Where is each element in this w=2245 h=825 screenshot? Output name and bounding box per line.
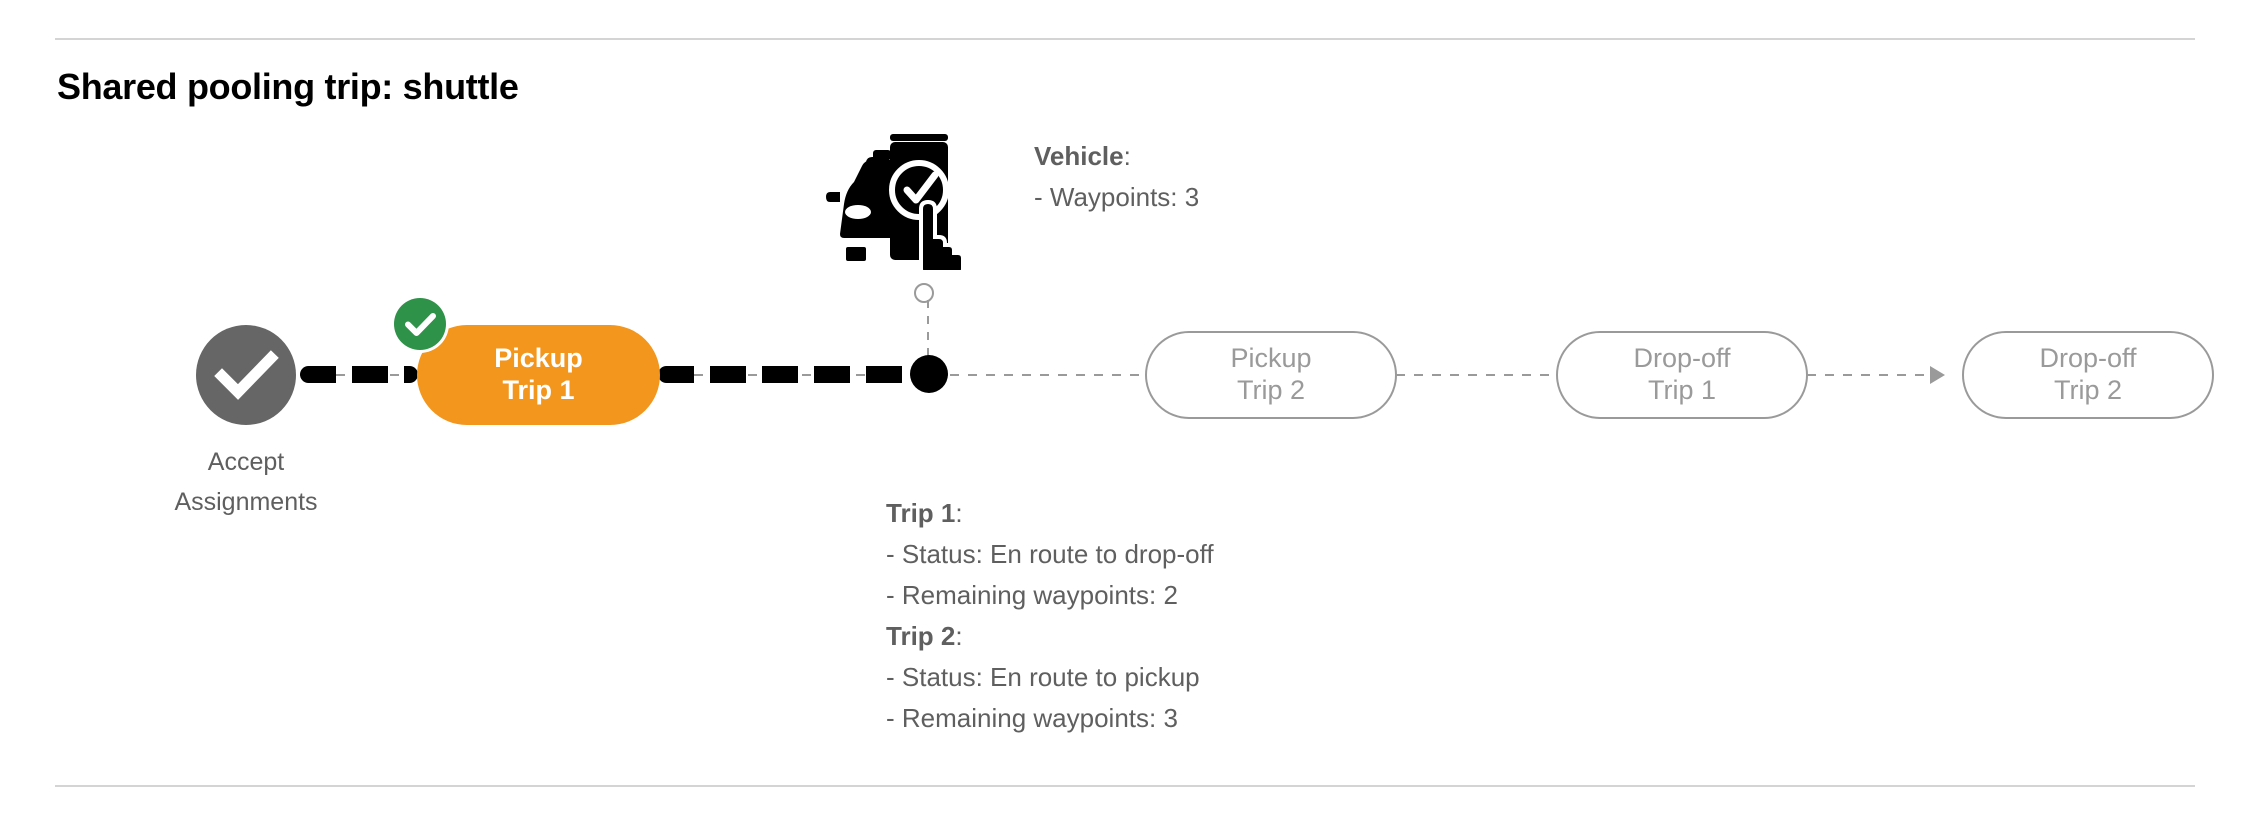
step-dropoff-trip-2[interactable]: Drop-off Trip 2	[1962, 331, 2214, 419]
vehicle-phone-check-icon	[818, 120, 970, 270]
leader-endpoint-icon	[914, 283, 934, 303]
connector-future-1	[950, 374, 1146, 376]
arrow-head-icon	[1930, 366, 1945, 384]
trip1-waypoints-line: - Remaining waypoints: 2	[886, 580, 1178, 610]
vehicle-info-heading: Vehicle:	[1034, 136, 1199, 177]
trip1-heading-colon: :	[955, 498, 963, 528]
leader-line	[927, 300, 929, 360]
vehicle-waypoints-line: - Waypoints: 3	[1034, 182, 1200, 212]
trip1-status-line: - Status: En route to drop-off	[886, 539, 1214, 569]
trip2-heading: Trip 2:	[886, 616, 1214, 657]
page-title: Shared pooling trip: shuttle	[57, 66, 519, 107]
trip1-heading: Trip 1:	[886, 493, 1214, 534]
trip1-heading-text: Trip 1	[886, 498, 956, 528]
connector-future-2	[1396, 374, 1557, 376]
vehicle-heading-colon: :	[1123, 141, 1131, 171]
trip2-heading-colon: :	[955, 621, 963, 651]
step-pickup-trip-2[interactable]: Pickup Trip 2	[1145, 331, 1397, 419]
accept-assignments-label: Accept Assignments	[174, 448, 318, 516]
step-pickup-trip-1[interactable]: Pickup Trip 1	[417, 325, 660, 425]
bottom-divider	[55, 785, 2195, 787]
connector-future-3	[1807, 374, 1939, 376]
accept-assignments-node[interactable]	[196, 325, 296, 425]
vehicle-info-block: Vehicle: - Waypoints: 3	[1034, 136, 1199, 218]
current-position-dot[interactable]	[910, 355, 948, 393]
connector-travelled-2	[658, 366, 935, 383]
top-divider	[55, 38, 2195, 40]
check-badge-icon	[394, 298, 446, 350]
trip2-status-line: - Status: En route to pickup	[886, 662, 1200, 692]
trip2-heading-text: Trip 2	[886, 621, 956, 651]
connector-travelled-1	[300, 366, 418, 383]
trip-info-block: Trip 1: - Status: En route to drop-off -…	[886, 493, 1214, 739]
trip2-waypoints-line: - Remaining waypoints: 3	[886, 703, 1178, 733]
step-dropoff-trip-1[interactable]: Drop-off Trip 1	[1556, 331, 1808, 419]
vehicle-heading-text: Vehicle	[1034, 141, 1124, 171]
